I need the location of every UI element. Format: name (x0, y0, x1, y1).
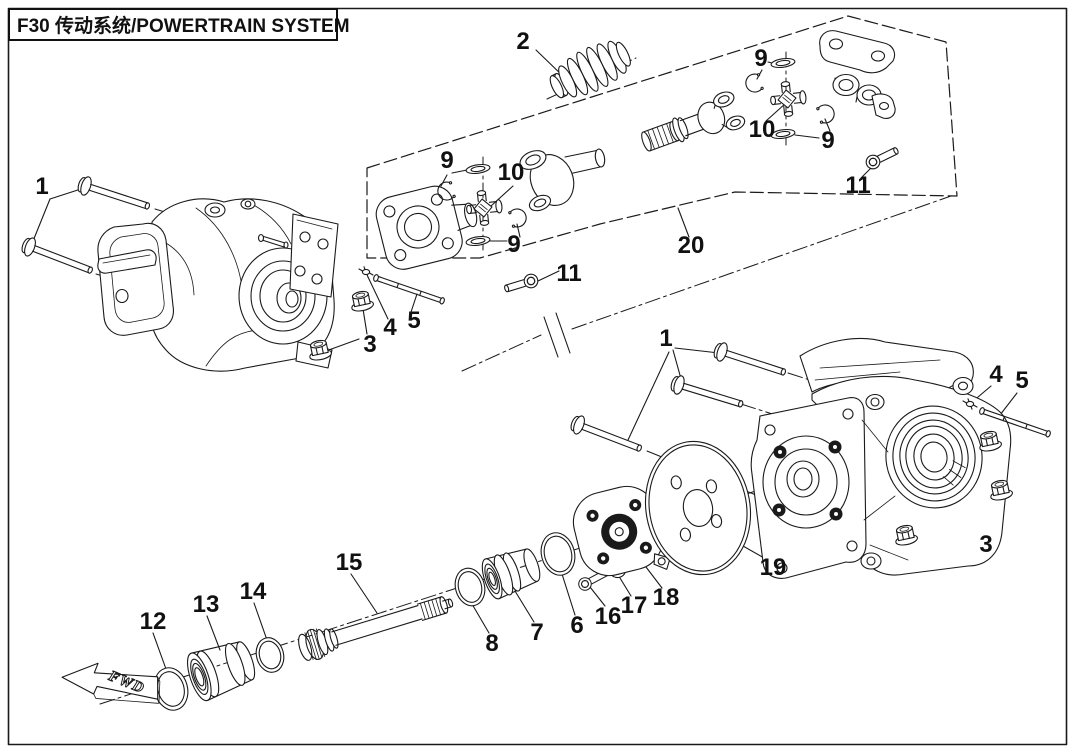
sleeve-7 (481, 548, 541, 600)
break-symbol (543, 312, 571, 358)
part-callout-6: 6 (570, 612, 584, 639)
ring-14 (255, 637, 285, 673)
page-border (7, 7, 1068, 746)
u-joint-spider-10 (768, 79, 809, 119)
part-callout-4: 4 (989, 361, 1003, 388)
fwd-arrow: FWD (61, 662, 161, 704)
diagram-title: F30 传动系统/POWERTRAIN SYSTEM (17, 16, 350, 37)
part-callout-9: 9 (821, 127, 835, 154)
drive-shaft-assembly-20 (375, 30, 902, 297)
drive-shaft-15 (298, 596, 454, 661)
part-callout-3: 3 (979, 531, 993, 558)
brake-disc-19 (644, 440, 752, 576)
part-callout-1: 1 (35, 173, 49, 200)
part-callout-1: 1 (659, 325, 673, 352)
part-callout-9: 9 (754, 45, 768, 72)
rear-gearbox (750, 337, 1012, 579)
part-callout-20: 20 (677, 232, 705, 259)
part-callout-10: 10 (497, 159, 525, 186)
ring-8 (454, 567, 486, 607)
part-callout-18: 18 (652, 584, 680, 611)
part-callout-13: 13 (192, 591, 220, 618)
part-callout-7: 7 (530, 619, 544, 646)
part-callout-10: 10 (748, 116, 776, 143)
part-callout-11: 11 (845, 172, 871, 199)
part-callout-16: 16 (594, 603, 622, 630)
circlip-9 (507, 206, 529, 229)
part-callout-3: 3 (363, 331, 377, 358)
washer-9 (464, 234, 492, 248)
part-callout-5: 5 (1015, 367, 1029, 394)
part-callout-2: 2 (516, 28, 530, 55)
bolt-11 (502, 271, 541, 297)
part-callout-9: 9 (507, 231, 521, 258)
part-callout-14: 14 (239, 578, 267, 605)
boot-2 (549, 40, 631, 99)
part-callout-4: 4 (383, 314, 397, 341)
diagram-title-box: F30 传动系统/POWERTRAIN SYSTEM (8, 8, 350, 41)
part-callout-9: 9 (440, 147, 454, 174)
part-callout-17: 17 (620, 592, 648, 619)
mounting-bolt-1 (568, 340, 789, 459)
part-callout-19: 19 (759, 554, 787, 581)
washer-9 (464, 162, 492, 176)
propeller-shaft (641, 91, 746, 152)
sleeve-13 (186, 641, 256, 702)
front-gearbox (97, 198, 339, 372)
yoke-front (519, 148, 606, 212)
flange-yoke-front (375, 185, 478, 270)
flange-nut-3 (348, 289, 375, 314)
pin-4 (358, 266, 374, 278)
bolt-11 (863, 143, 902, 172)
part-callout-15: 15 (335, 549, 363, 576)
stud-5 (372, 273, 446, 306)
circlip-9 (743, 72, 765, 95)
part-callout-11: 11 (556, 260, 582, 287)
rear-axle-parts (153, 440, 752, 711)
flange-yoke-rear (819, 30, 896, 119)
part-callout-5: 5 (407, 307, 421, 334)
ring-6 (540, 532, 576, 576)
part-callout-12: 12 (139, 608, 167, 635)
part-callout-8: 8 (485, 630, 499, 657)
washer-9 (769, 56, 797, 70)
